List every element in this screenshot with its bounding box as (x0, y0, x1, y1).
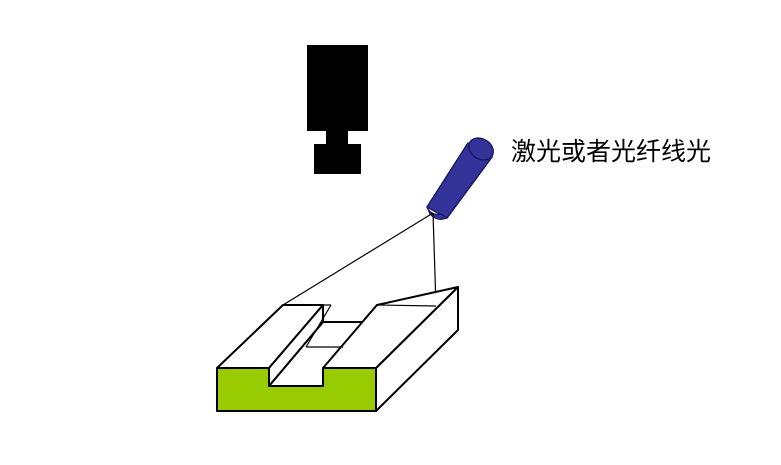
laser-pen-cap (468, 137, 494, 161)
camera-neck (326, 131, 348, 144)
light-fan (282, 212, 437, 307)
light-line-left (282, 212, 434, 306)
laser-pen-icon (425, 137, 494, 220)
block-front-face (216, 367, 377, 412)
light-line-right (432, 212, 437, 307)
camera-body (307, 45, 368, 131)
grooved-block-icon (216, 286, 459, 412)
projected-line-groove (305, 304, 332, 348)
camera-icon (307, 45, 368, 174)
camera-lens (314, 144, 361, 174)
projected-line-right (376, 304, 437, 307)
projected-laser-line (283, 304, 437, 348)
laser-source-label: 激光或者光纤线光 (511, 137, 712, 166)
